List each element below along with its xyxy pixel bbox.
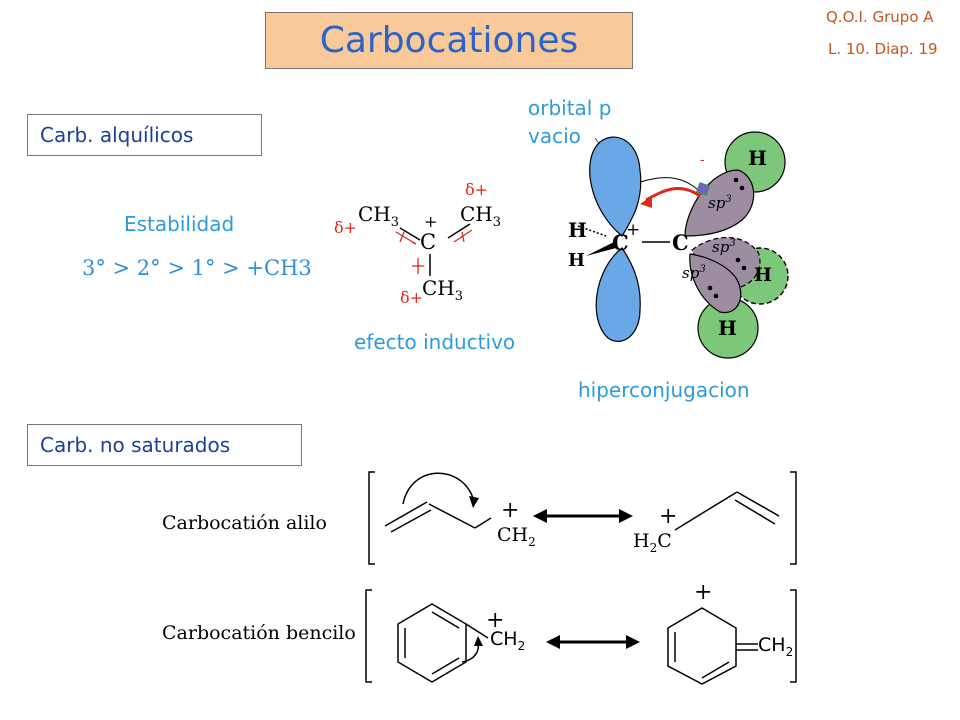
page-title: Carbocationes xyxy=(265,12,633,69)
empty-p-orbital-label: orbital p vacio xyxy=(528,96,612,148)
benzyl-structures xyxy=(365,589,797,685)
section-alkyl: Carb. alquílicos xyxy=(27,114,262,156)
benzyl-resonance: + CH2 + CH2 xyxy=(362,580,802,686)
inductive-bonds xyxy=(395,223,473,276)
allyl-resonance: + CH2 + H2C xyxy=(365,468,800,568)
orbital-drawing xyxy=(577,131,789,359)
stability-label: Estabilidad xyxy=(124,212,235,236)
hyperconjugation-label: hiperconjugacion xyxy=(578,378,750,402)
hyperconjugation-diagram: H H C + C H H H sp3 sp3 sp3 - xyxy=(560,120,800,360)
slide-number: L. 10. Diap. 19 xyxy=(828,40,938,58)
allyl-label: Carbocatión alilo xyxy=(162,512,327,534)
course-label: Q.O.I. Grupo A xyxy=(826,8,934,26)
stability-order: 3° > 2° > 1° > +CH3 xyxy=(82,256,312,280)
section-unsaturated: Carb. no saturados xyxy=(27,424,302,466)
allyl-structures xyxy=(368,471,797,565)
inductive-effect-structure: CH3 CH3 C + CH3 δ+ δ+ δ+ xyxy=(330,180,520,315)
benzyl-label: Carbocatión bencilo xyxy=(162,622,356,644)
inductive-effect-label: efecto inductivo xyxy=(354,330,516,354)
